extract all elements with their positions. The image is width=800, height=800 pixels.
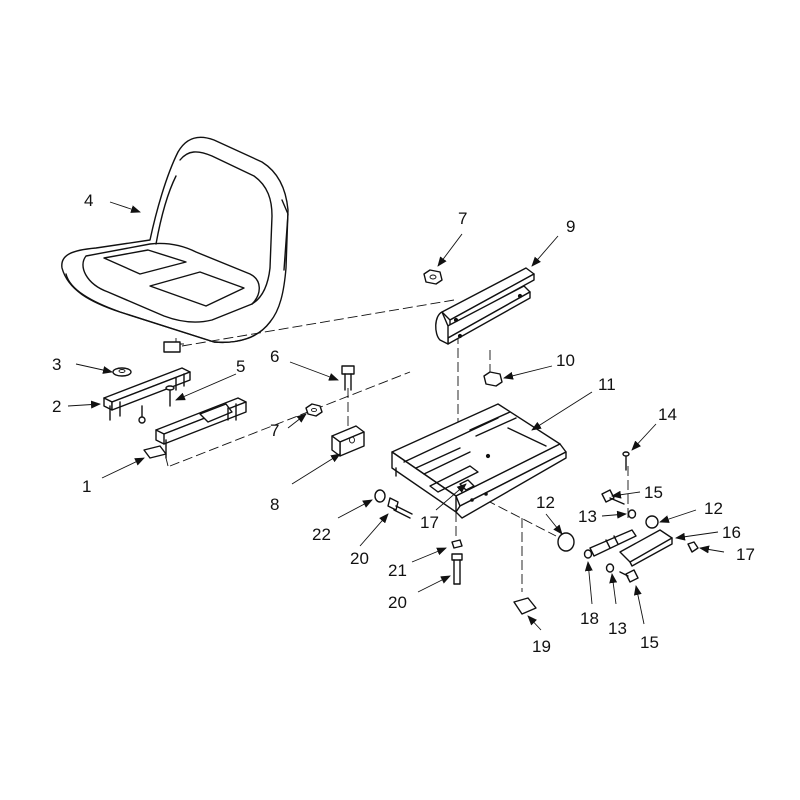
seat-slide-lower-part <box>143 397 247 459</box>
callout-2: 2 <box>52 397 61 416</box>
callout-6: 6 <box>270 347 279 366</box>
nut-left-part <box>305 403 323 417</box>
callout-14: 14 <box>658 405 677 424</box>
callout-labels: 4 3 2 5 1 6 7 8 7 9 10 11 17 22 20 21 20… <box>52 191 755 656</box>
callout-12-left: 12 <box>536 493 555 512</box>
bolt-6-part <box>341 365 355 391</box>
seat-slide-upper-part <box>103 367 191 424</box>
washer-21-part <box>451 539 463 549</box>
bracket-16-part <box>619 529 673 567</box>
nut-10-part <box>483 371 503 387</box>
callout-20-lower: 20 <box>388 593 407 612</box>
bushing-12-left-part <box>557 532 575 552</box>
callout-arrows <box>67 201 725 631</box>
nut-17-right-part <box>687 541 699 553</box>
callout-18: 18 <box>580 609 599 628</box>
alignment-lines <box>165 299 629 592</box>
callout-7-top: 7 <box>458 209 467 228</box>
callout-10: 10 <box>556 351 575 370</box>
pad-19-part <box>513 597 537 615</box>
bolt-15-upper-part <box>601 489 625 505</box>
bolt-20-upper-part <box>387 497 413 519</box>
washer-13-lower-part <box>605 563 615 573</box>
callout-13-upper: 13 <box>578 507 597 526</box>
nut-top-part <box>423 269 443 285</box>
spacer-22-part <box>374 489 386 503</box>
callout-17-right: 17 <box>736 545 755 564</box>
callout-21: 21 <box>388 561 407 580</box>
callout-9: 9 <box>566 217 575 236</box>
washer-18-part <box>583 549 593 559</box>
callout-15-upper: 15 <box>644 483 663 502</box>
callout-5: 5 <box>236 357 245 376</box>
callout-13-lower: 13 <box>608 619 627 638</box>
callout-7-left: 7 <box>270 421 279 440</box>
callout-8: 8 <box>270 495 279 514</box>
bolt-part <box>165 385 175 407</box>
callout-22: 22 <box>312 525 331 544</box>
callout-1: 1 <box>82 477 91 496</box>
bushing-12-right-part <box>645 515 659 529</box>
callout-3: 3 <box>52 355 61 374</box>
bolt-15-lower-part <box>619 569 639 583</box>
callout-12-right: 12 <box>704 499 723 518</box>
seat-part <box>61 136 289 353</box>
callout-19: 19 <box>532 637 551 656</box>
callout-16: 16 <box>722 523 741 542</box>
bolt-14-part <box>622 451 630 471</box>
callout-15-lower: 15 <box>640 633 659 652</box>
washer-part <box>112 367 132 377</box>
callout-17-center: 17 <box>420 513 439 532</box>
callout-11: 11 <box>598 375 616 394</box>
callout-4: 4 <box>84 191 93 210</box>
washer-13-upper-part <box>627 509 637 519</box>
callout-20-upper: 20 <box>350 549 369 568</box>
angle-bracket-part <box>331 425 365 457</box>
pivot-bracket-part <box>435 267 535 345</box>
shock-18-part <box>589 529 637 557</box>
seat-mount-plate-part <box>391 403 567 519</box>
bolt-20-lower-part <box>451 553 463 585</box>
